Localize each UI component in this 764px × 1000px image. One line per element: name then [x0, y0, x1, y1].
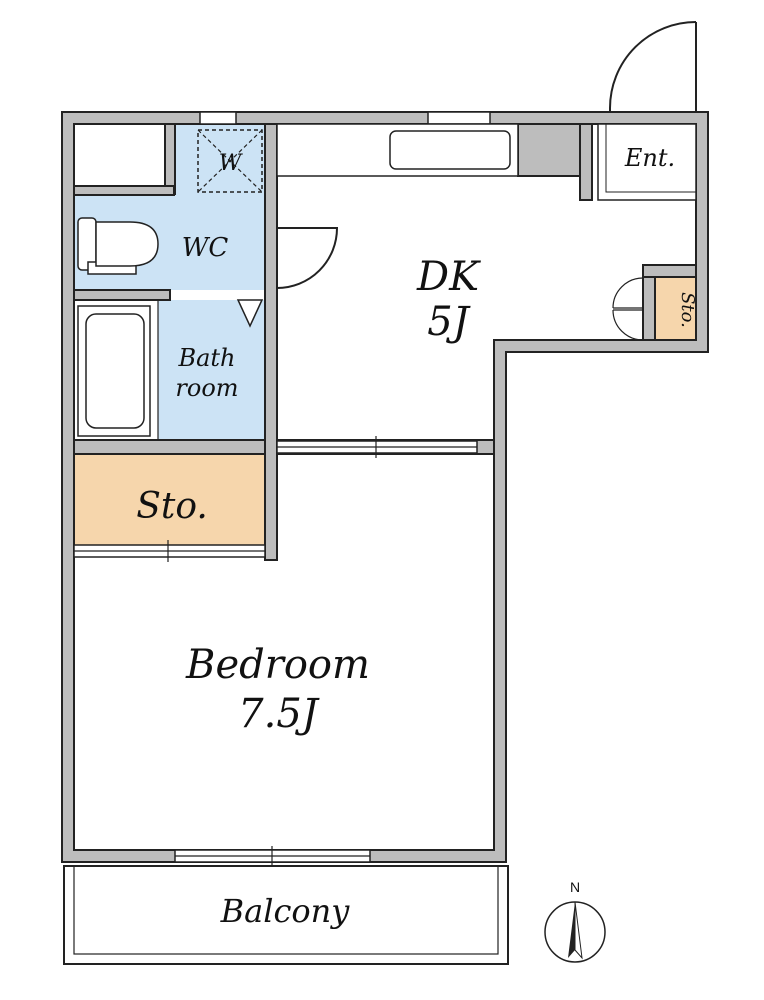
compass-icon — [544, 901, 606, 963]
dk-size: 5J — [427, 299, 470, 345]
wall-wc-bath — [73, 289, 171, 301]
entrance-label: Ent. — [624, 144, 675, 172]
closet-upper-left — [73, 123, 166, 187]
wc-label: WC — [182, 233, 229, 263]
door-sto-small — [612, 277, 644, 341]
balcony-label: Balcony — [220, 892, 351, 930]
toilet-icon — [77, 217, 159, 275]
wall-closet-top — [164, 123, 176, 195]
window-kitchen — [427, 111, 491, 125]
compass-north-label: N — [570, 879, 580, 895]
kitchen-sink — [389, 130, 511, 170]
storage-small-label: Sto. — [677, 292, 698, 328]
storage-small-area — [655, 278, 697, 340]
wall-bath-sto — [73, 439, 266, 455]
bedroom-size: 7.5J — [238, 691, 320, 737]
washer-area — [175, 125, 267, 195]
wall-wc-top — [73, 185, 175, 196]
bath-label-1: Bath — [177, 344, 235, 372]
window-washer — [199, 111, 237, 125]
washer-label: W — [219, 151, 244, 176]
storage-main-area — [75, 455, 265, 545]
bedroom-label: Bedroom — [185, 642, 370, 688]
wall-ent-left — [579, 123, 593, 201]
entrance-step — [605, 123, 697, 193]
bath-door-marker — [236, 299, 264, 328]
wall-sto-small-top — [642, 264, 697, 278]
entrance-floor — [597, 123, 697, 201]
balcony-area — [63, 865, 509, 965]
dk-label: DK — [416, 254, 481, 300]
door-entrance — [609, 21, 697, 109]
bathtub-icon — [77, 305, 151, 437]
bath-label-2: room — [175, 374, 238, 402]
wall-wet-right — [264, 123, 278, 561]
washer-pan — [197, 129, 263, 193]
wall-kitchen-block — [517, 123, 581, 177]
storage-main-label: Sto. — [136, 486, 208, 527]
door-wc — [276, 227, 339, 289]
